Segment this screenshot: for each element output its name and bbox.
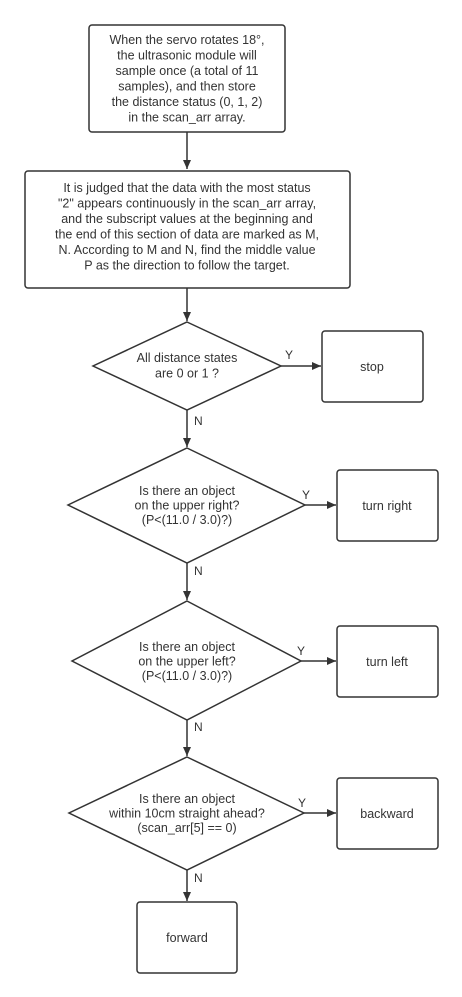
- process-judge-text-line: the end of this section of data are mark…: [55, 228, 319, 242]
- process-sample-box: [88, 24, 286, 133]
- decision-upper-right-text-line: (P<(11.0 / 3.0)?): [142, 513, 232, 527]
- edge-label-yes-turn-left: Y: [297, 644, 305, 658]
- decision-upper-left-text-line: on the upper left?: [138, 655, 235, 669]
- edge-label-no-after-left: N: [194, 720, 203, 734]
- process-judge-text-line: P as the direction to follow the target.: [84, 259, 289, 273]
- process-sample-text-line: When the servo rotates 18°,: [109, 33, 264, 47]
- process-sample-text: When the servo rotates 18°, the ultrasoni…: [109, 33, 264, 125]
- terminal-turn-right-text-line: turn right: [362, 499, 412, 513]
- process-sample-text-line: in the scan_arr array.: [128, 111, 245, 125]
- decision-all-states-text: All distance states are 0 or 1 ?: [137, 351, 238, 381]
- decision-upper-left-text-line: (P<(11.0 / 3.0)?): [142, 669, 232, 683]
- terminal-forward-text: forward: [166, 931, 208, 945]
- process-judge-text-line: N. According to M and N, find the middle…: [58, 243, 315, 257]
- terminal-turn-left-text-line: turn left: [366, 655, 408, 669]
- terminal-stop-text: stop: [360, 360, 384, 374]
- decision-all-states-text-line: are 0 or 1 ?: [155, 367, 219, 381]
- decision-straight-ahead-text-line: (scan_arr[5] == 0): [137, 821, 236, 835]
- process-judge-box: [24, 170, 351, 289]
- process-judge-text-line: "2" appears continuously in the scan_arr…: [58, 197, 316, 211]
- decision-upper-right-text-line: Is there an object: [139, 484, 235, 498]
- edge-label-no-after-right: N: [194, 564, 203, 578]
- terminal-turn-left-box: [336, 625, 439, 698]
- process-sample-text-line: the distance status (0, 1, 2): [112, 95, 263, 109]
- edge-label-no-after-ahead: N: [194, 871, 203, 885]
- terminal-stop-box: [321, 330, 424, 403]
- process-judge-text-line: It is judged that the data with the most…: [63, 181, 310, 195]
- terminal-backward-text: backward: [360, 807, 414, 821]
- decision-straight-ahead-text-line: Is there an object: [139, 792, 235, 806]
- terminal-forward-text-line: forward: [166, 931, 208, 945]
- decision-straight-ahead-text-line: within 10cm straight ahead?: [108, 807, 265, 821]
- decision-upper-right-diamond: [66, 447, 307, 564]
- edge-label-no-after-all: N: [194, 414, 203, 428]
- edge-label-yes-turn-right: Y: [302, 488, 310, 502]
- process-judge-text: It is judged that the data with the most…: [55, 181, 319, 273]
- decision-upper-left-diamond: [70, 600, 303, 721]
- process-sample-text-line: samples), and then store: [118, 80, 256, 94]
- decision-upper-right-text-line: on the upper right?: [135, 499, 240, 513]
- edge-label-yes-backward: Y: [298, 796, 306, 810]
- decision-all-states-diamond: [91, 321, 283, 411]
- terminal-stop-text-line: stop: [360, 360, 384, 374]
- edge-label-yes-stop: Y: [285, 348, 293, 362]
- terminal-backward-box: [336, 777, 439, 850]
- process-sample-text-line: sample once (a total of 11: [116, 64, 259, 78]
- terminal-forward-box: [136, 901, 238, 974]
- process-sample-text-line: the ultrasonic module will: [117, 49, 257, 63]
- terminal-turn-left-text: turn left: [366, 655, 408, 669]
- decision-all-states-text-line: All distance states: [137, 351, 238, 365]
- decision-straight-ahead-diamond: [67, 756, 306, 871]
- terminal-turn-right-box: [336, 469, 439, 542]
- decision-upper-left-text-line: Is there an object: [139, 640, 235, 654]
- process-judge-text-line: and the subscript values at the beginnin…: [61, 212, 313, 226]
- terminal-turn-right-text: turn right: [362, 499, 412, 513]
- terminal-backward-text-line: backward: [360, 807, 414, 821]
